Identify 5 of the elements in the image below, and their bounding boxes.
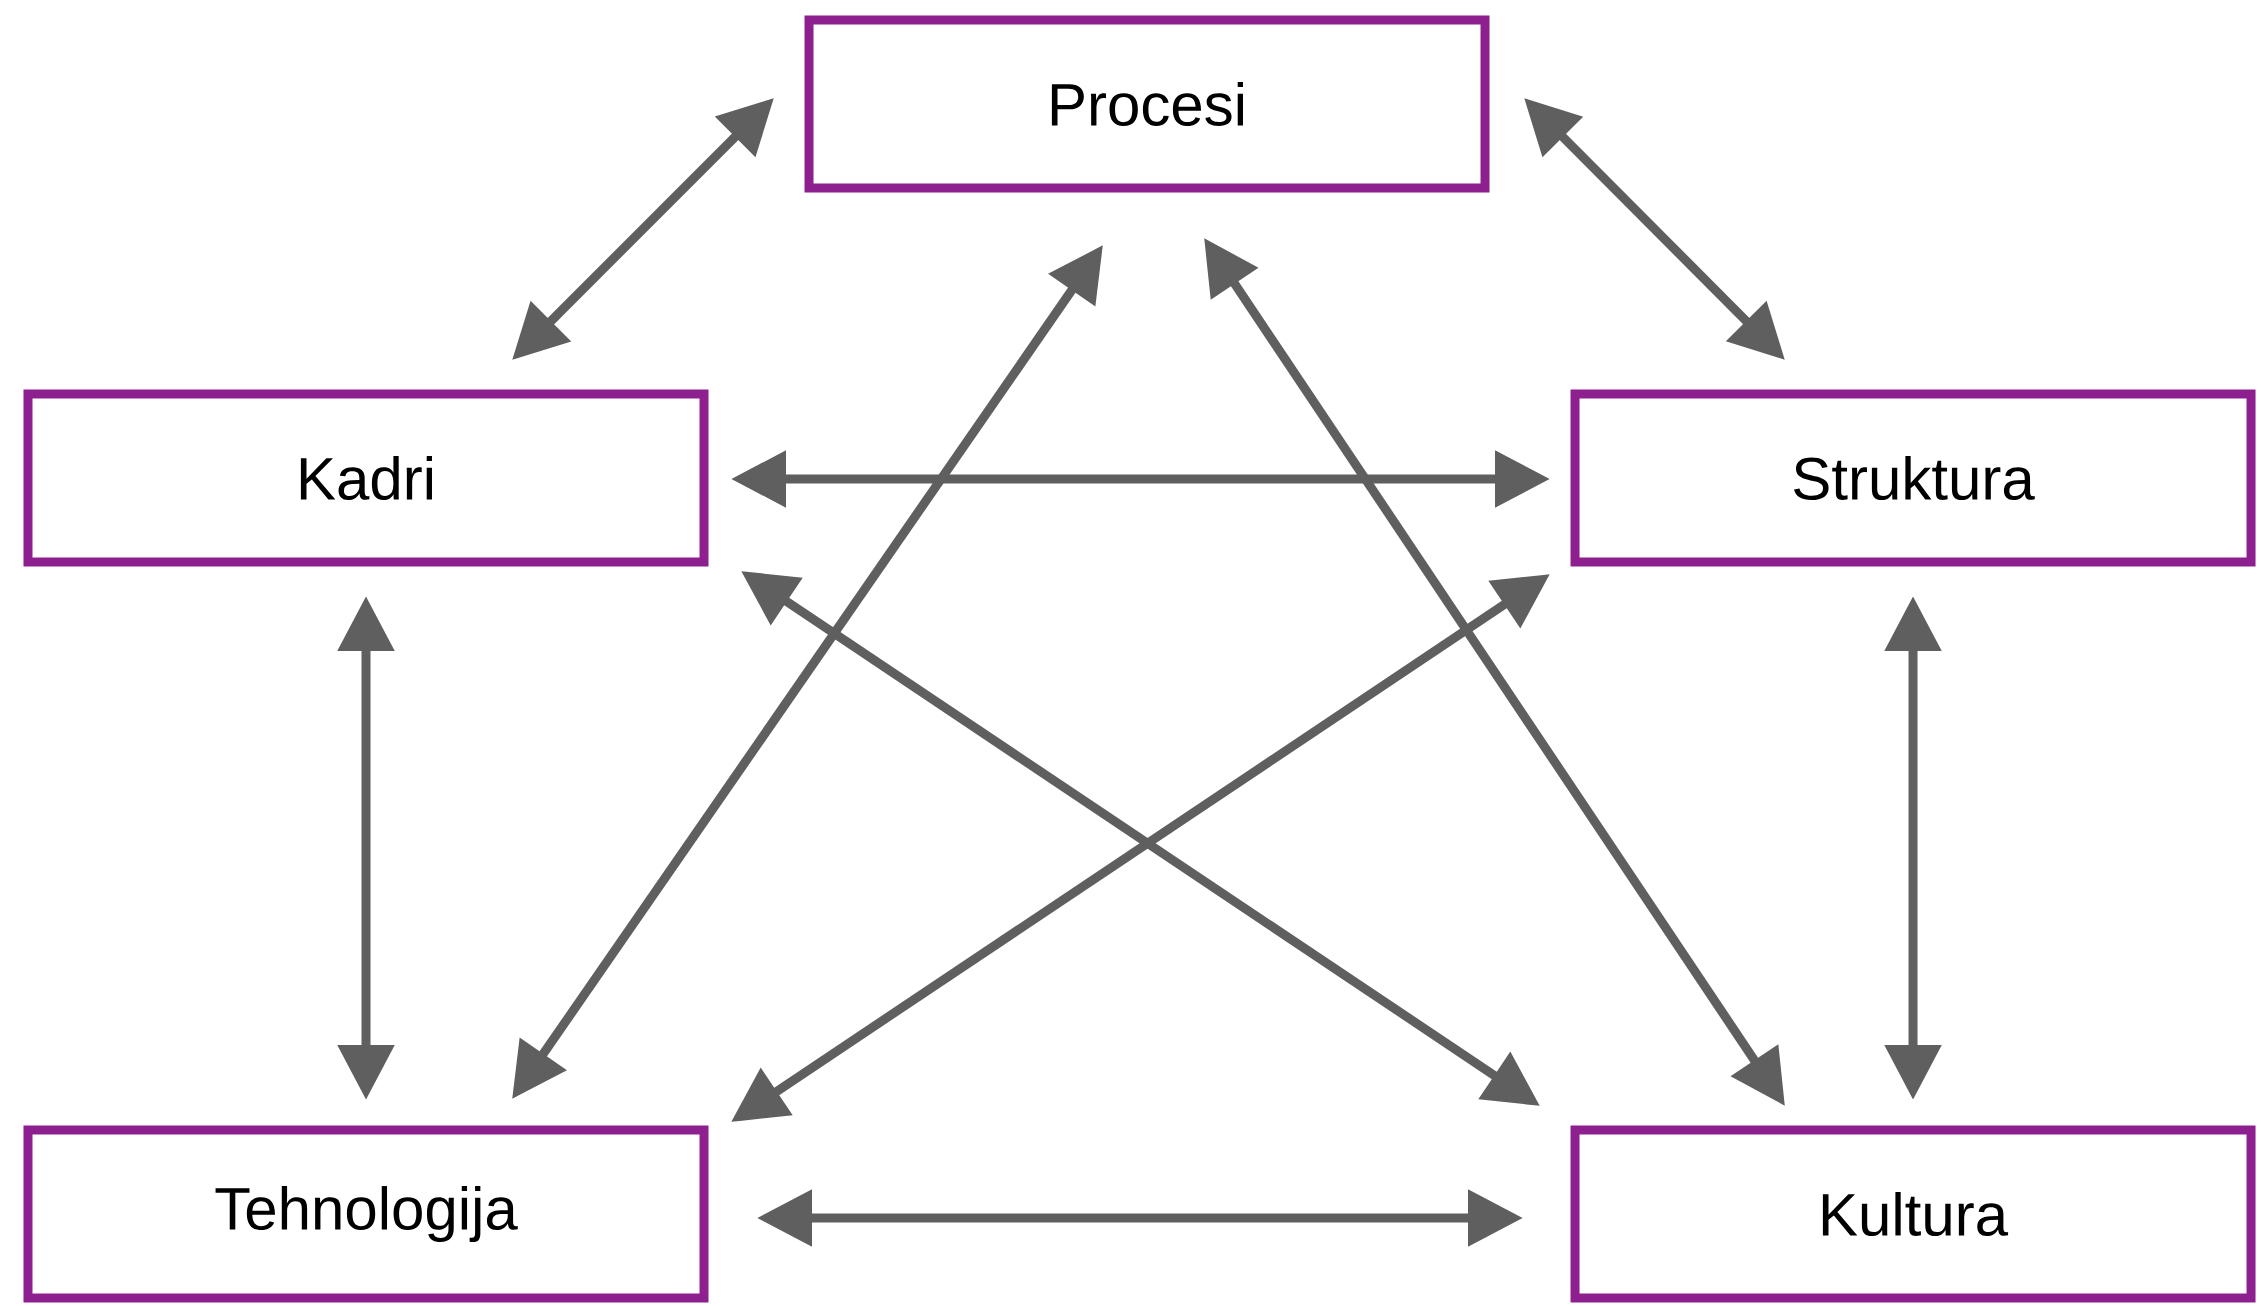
concept-box: Tehnologija bbox=[23, 1125, 709, 1303]
concept-box: Kadri bbox=[23, 389, 709, 567]
concept-box: Kultura bbox=[1570, 1125, 2256, 1303]
concept-box: Procesi bbox=[804, 15, 1490, 193]
concept-box: Struktura bbox=[1570, 389, 2256, 567]
